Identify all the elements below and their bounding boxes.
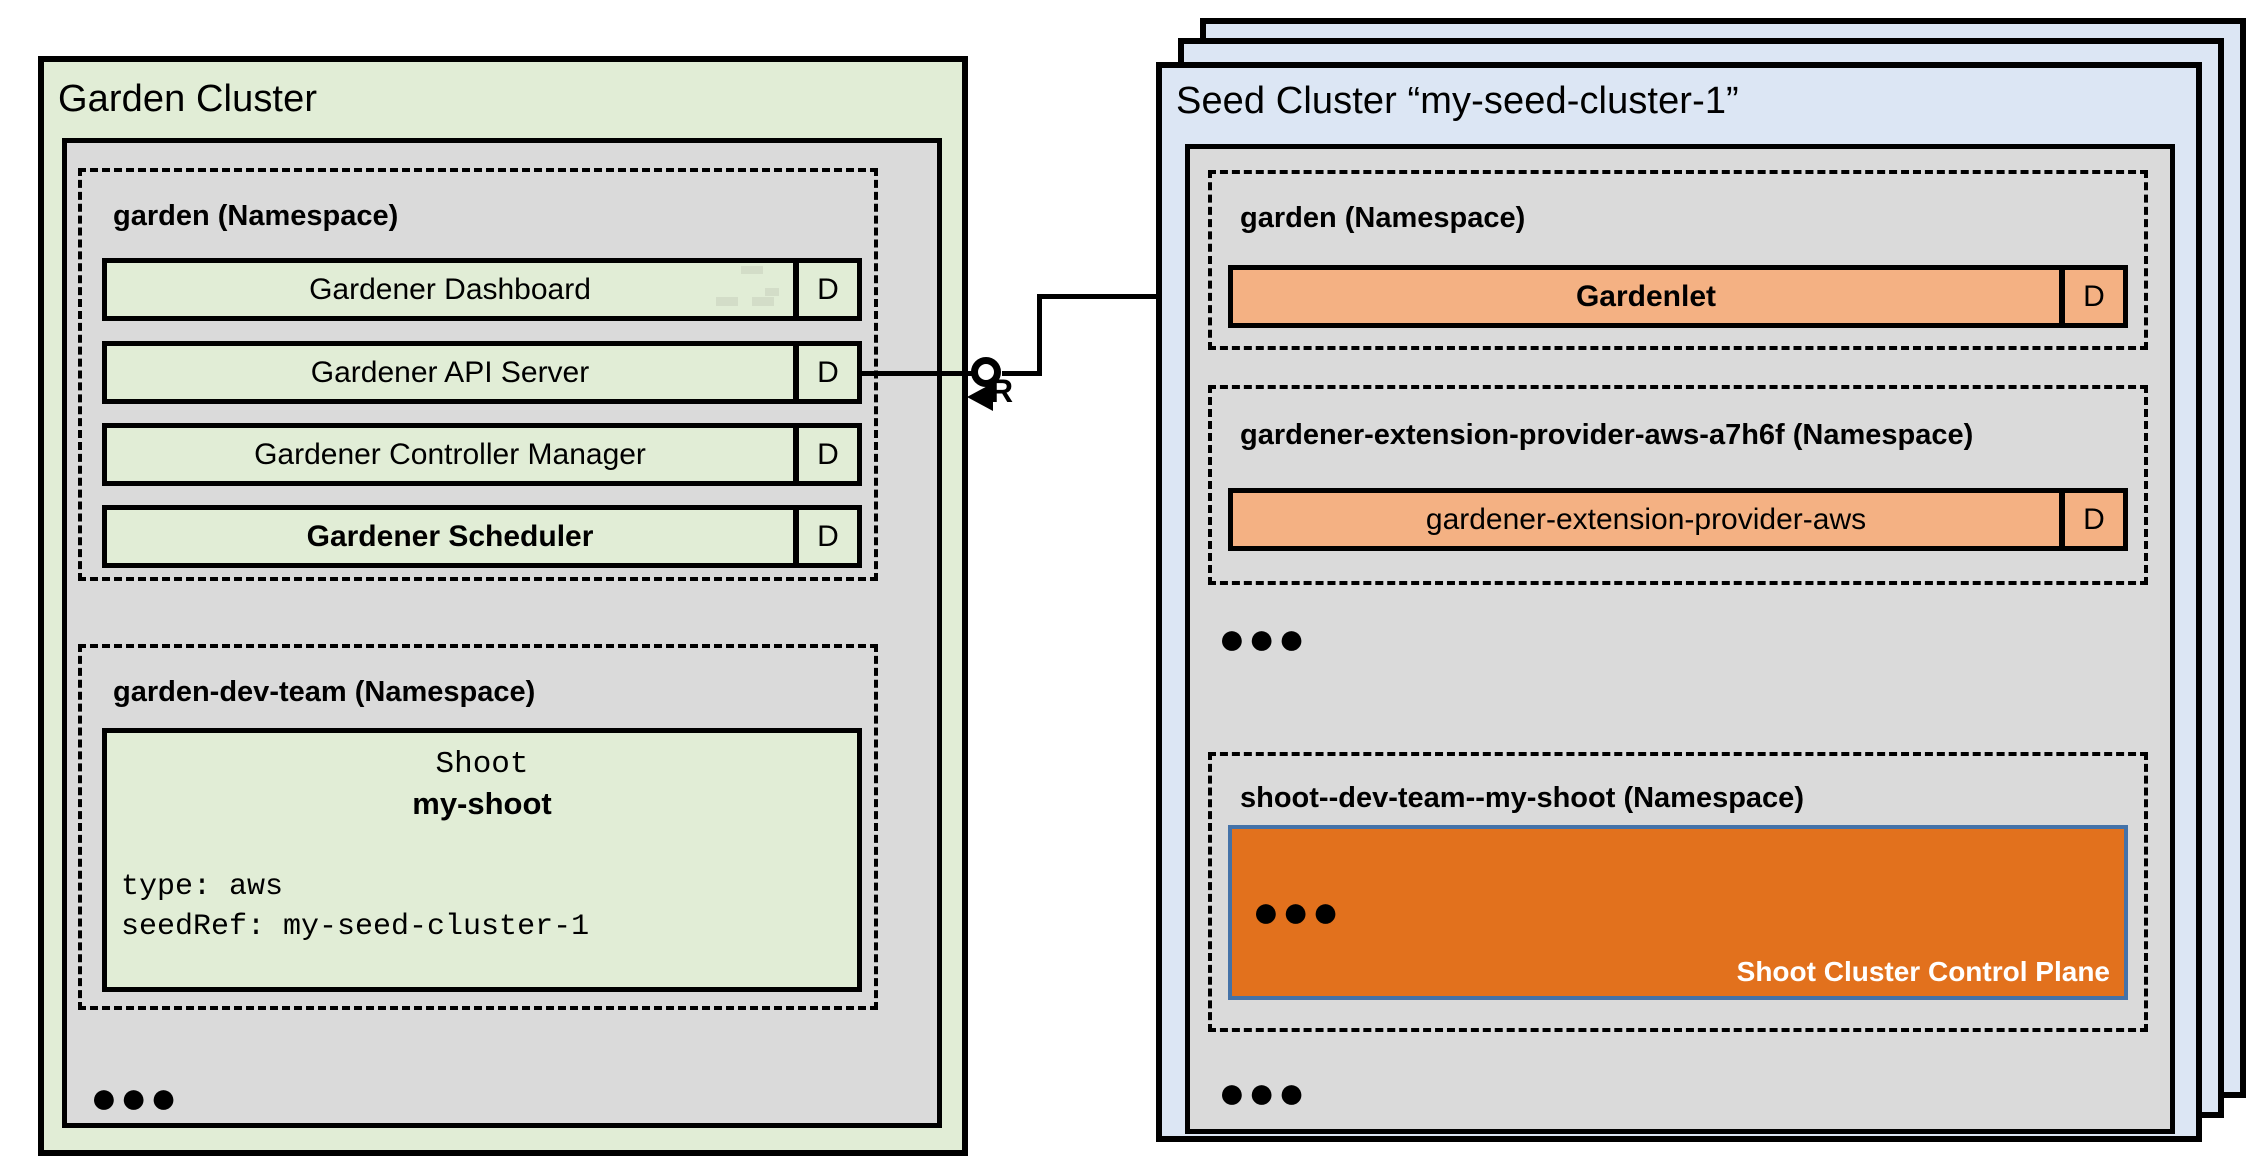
seed-cluster-namespace-shoot-dev-team-my-shoot	[1208, 752, 2148, 1032]
namespace-label-garden-dev-team: garden-dev-team (Namespace)	[113, 676, 536, 708]
workload-gardener-scheduler[interactable]: Gardener Scheduler D	[102, 505, 862, 568]
render-artifact	[716, 297, 738, 306]
namespace-label-garden: garden (Namespace)	[113, 200, 399, 232]
workload-gardener-api-server-kind: D	[796, 341, 862, 404]
garden-cluster-title: Garden Cluster	[58, 78, 318, 120]
interface-socket-icon	[971, 357, 1001, 387]
workload-gardener-extension-provider-aws-label: gardener-extension-provider-aws	[1228, 488, 2062, 551]
seed-cluster-namespace-garden	[1208, 170, 2148, 350]
workload-gardener-api-server[interactable]: Gardener API Server D	[102, 341, 862, 404]
seed-namespace-label-extension-provider-aws: gardener-extension-provider-aws-a7h6f (N…	[1240, 419, 1974, 451]
workload-gardener-controller-manager-kind: D	[796, 423, 862, 486]
resource-kind-label: Shoot	[435, 747, 529, 782]
resource-name-label: my-shoot	[412, 786, 552, 821]
seed-cluster-namespace-extension-provider-aws	[1208, 385, 2148, 585]
arrow-left-icon	[967, 383, 993, 411]
seed-namespace-label-shoot-dev-team-my-shoot: shoot--dev-team--my-shoot (Namespace)	[1240, 782, 1804, 814]
workload-gardener-dashboard-label: Gardener Dashboard	[102, 258, 796, 321]
control-plane-label: Shoot Cluster Control Plane	[1736, 956, 2110, 987]
render-artifact	[765, 288, 779, 296]
workload-gardener-controller-manager[interactable]: Gardener Controller Manager D	[102, 423, 862, 486]
connector-segment-mid	[1002, 371, 1042, 376]
workload-gardener-dashboard[interactable]: Gardener Dashboard D	[102, 258, 862, 321]
resource-spec-type: type: aws	[121, 870, 284, 904]
workload-gardener-extension-provider-aws[interactable]: gardener-extension-provider-aws D	[1228, 488, 2128, 551]
workload-gardenlet-kind: D	[2062, 265, 2128, 328]
garden-cluster-more-indicator: ●●●	[90, 1071, 180, 1123]
connector-segment-left	[862, 371, 972, 376]
seed-cluster-more-indicator-middle: ●●●	[1218, 612, 1308, 664]
render-artifact	[752, 297, 774, 306]
workload-gardenlet[interactable]: Gardenlet D	[1228, 265, 2128, 328]
resource-shoot-my-shoot[interactable]: Shoot my-shoot type: aws seedRef: my-see…	[102, 728, 862, 992]
connector-segment-top	[1037, 294, 1227, 299]
workload-gardener-scheduler-label: Gardener Scheduler	[102, 505, 796, 568]
workload-gardener-dashboard-kind: D	[796, 258, 862, 321]
connector-segment-riser	[1037, 294, 1042, 376]
workload-gardenlet-label: Gardenlet	[1228, 265, 2062, 328]
workload-gardener-controller-manager-label: Gardener Controller Manager	[102, 423, 796, 486]
seed-cluster-title: Seed Cluster “my-seed-cluster-1”	[1176, 80, 1739, 122]
garden-cluster-namespace-garden-dev-team	[78, 644, 878, 1010]
workload-gardener-extension-provider-aws-kind: D	[2062, 488, 2128, 551]
connector-request-label: R	[990, 373, 1014, 409]
render-artifact	[741, 266, 763, 274]
workload-gardener-api-server-label: Gardener API Server	[102, 341, 796, 404]
workload-gardener-scheduler-kind: D	[796, 505, 862, 568]
control-plane-more-indicator: ●●●	[1252, 885, 1342, 937]
resource-spec-seedref: seedRef: my-seed-cluster-1	[121, 910, 590, 945]
seed-cluster-more-indicator-bottom: ●●●	[1218, 1066, 1308, 1118]
shoot-cluster-control-plane[interactable]: ●●● Shoot Cluster Control Plane	[1228, 825, 2128, 1000]
seed-namespace-label-garden: garden (Namespace)	[1240, 202, 1526, 234]
